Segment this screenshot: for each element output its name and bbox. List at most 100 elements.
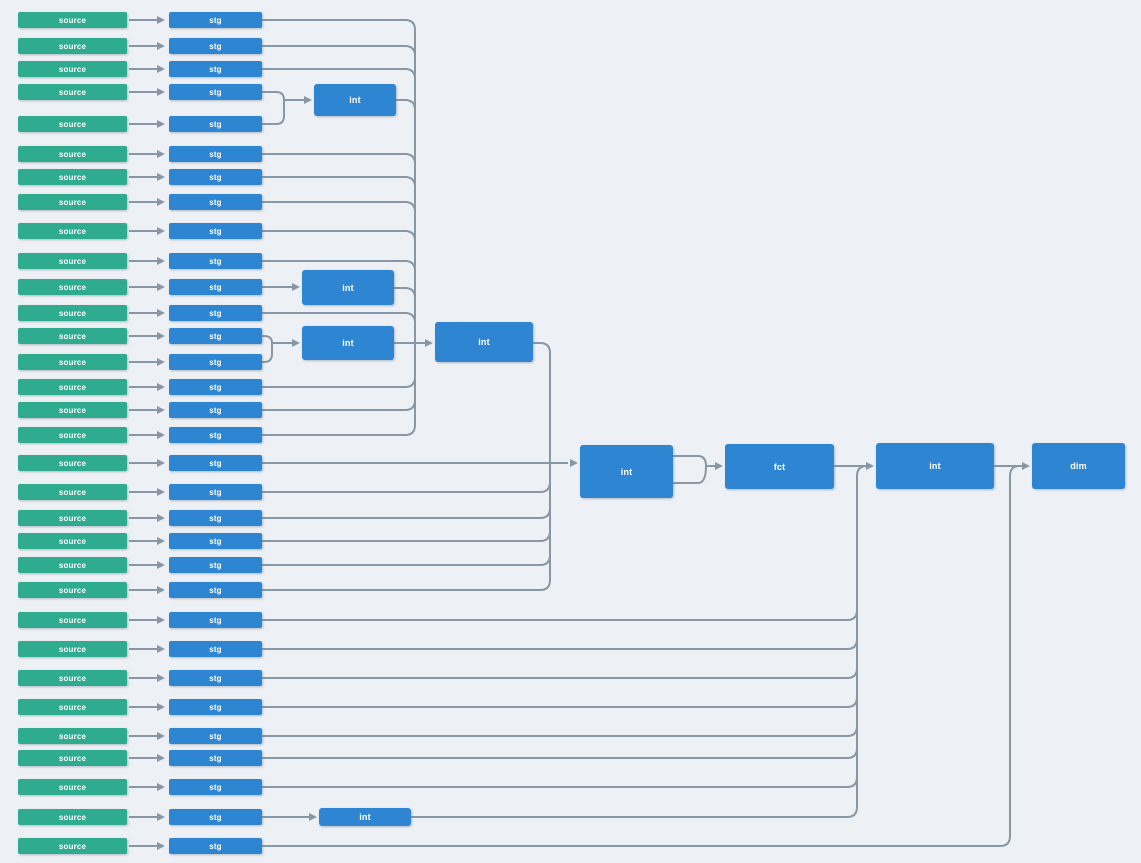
- node-stg[interactable]: stg: [169, 253, 262, 269]
- node-label: source: [58, 615, 87, 625]
- node-source[interactable]: source: [18, 427, 127, 443]
- node-source[interactable]: source: [18, 61, 127, 77]
- node-stg[interactable]: stg: [169, 557, 262, 573]
- node-stg[interactable]: stg: [169, 533, 262, 549]
- node-stg[interactable]: stg: [169, 279, 262, 295]
- node-source[interactable]: source: [18, 612, 127, 628]
- node-stg[interactable]: stg: [169, 455, 262, 471]
- node-stg[interactable]: stg: [169, 305, 262, 321]
- node-source[interactable]: source: [18, 12, 127, 28]
- node-stg[interactable]: stg: [169, 670, 262, 686]
- node-stg[interactable]: stg: [169, 354, 262, 370]
- edge-line: [673, 465, 707, 484]
- node-source[interactable]: source: [18, 38, 127, 54]
- node-source[interactable]: source: [18, 779, 127, 795]
- node-source[interactable]: source: [18, 699, 127, 715]
- node-source[interactable]: source: [18, 253, 127, 269]
- node-source[interactable]: source: [18, 328, 127, 344]
- node-source[interactable]: source: [18, 557, 127, 573]
- node-stg[interactable]: stg: [169, 750, 262, 766]
- node-source[interactable]: source: [18, 641, 127, 657]
- node-source[interactable]: source: [18, 194, 127, 210]
- node-source[interactable]: source: [18, 223, 127, 239]
- node-stg[interactable]: stg: [169, 612, 262, 628]
- node-stg[interactable]: stg: [169, 728, 262, 744]
- node-source[interactable]: source: [18, 750, 127, 766]
- arrowhead-icon: [157, 674, 165, 682]
- node-label: stg: [209, 644, 222, 654]
- node-stg[interactable]: stg: [169, 641, 262, 657]
- node-stg[interactable]: stg: [169, 699, 262, 715]
- node-source[interactable]: source: [18, 305, 127, 321]
- node-source[interactable]: source: [18, 510, 127, 526]
- node-stg[interactable]: stg: [169, 402, 262, 418]
- node-source[interactable]: source: [18, 455, 127, 471]
- node-stg[interactable]: stg: [169, 61, 262, 77]
- arrowhead-icon: [157, 42, 165, 50]
- node-label: source: [58, 357, 87, 367]
- node-label: source: [58, 119, 87, 129]
- node-label: source: [58, 560, 87, 570]
- node-label: source: [58, 87, 87, 97]
- node-source[interactable]: source: [18, 728, 127, 744]
- arrowhead-icon: [157, 754, 165, 762]
- node-int3[interactable]: int: [302, 326, 394, 360]
- node-stg[interactable]: stg: [169, 194, 262, 210]
- node-label: source: [58, 782, 87, 792]
- node-label: fct: [773, 461, 786, 472]
- node-stg[interactable]: stg: [169, 582, 262, 598]
- node-stg[interactable]: stg: [169, 379, 262, 395]
- node-stg[interactable]: stg: [169, 484, 262, 500]
- node-label: source: [58, 430, 87, 440]
- node-source[interactable]: source: [18, 169, 127, 185]
- node-source[interactable]: source: [18, 402, 127, 418]
- node-stg[interactable]: stg: [169, 510, 262, 526]
- node-label: source: [58, 149, 87, 159]
- node-int5[interactable]: int: [580, 445, 673, 498]
- node-source[interactable]: source: [18, 146, 127, 162]
- node-source[interactable]: source: [18, 379, 127, 395]
- node-int7[interactable]: int: [319, 808, 411, 826]
- node-int6[interactable]: int: [876, 443, 994, 489]
- node-stg[interactable]: stg: [169, 223, 262, 239]
- node-stg[interactable]: stg: [169, 427, 262, 443]
- node-dim[interactable]: dim: [1032, 443, 1125, 489]
- node-source[interactable]: source: [18, 838, 127, 854]
- node-stg[interactable]: stg: [169, 779, 262, 795]
- node-stg[interactable]: stg: [169, 809, 262, 825]
- node-stg[interactable]: stg: [169, 38, 262, 54]
- node-label: stg: [209, 41, 222, 51]
- node-source[interactable]: source: [18, 582, 127, 598]
- node-label: source: [58, 585, 87, 595]
- node-stg[interactable]: stg: [169, 84, 262, 100]
- arrowhead-icon: [157, 88, 165, 96]
- node-fct[interactable]: fct: [725, 444, 834, 489]
- node-stg[interactable]: stg: [169, 146, 262, 162]
- node-int1[interactable]: int: [314, 84, 396, 116]
- node-source[interactable]: source: [18, 279, 127, 295]
- node-label: int: [478, 337, 490, 347]
- node-stg[interactable]: stg: [169, 838, 262, 854]
- node-label: stg: [209, 226, 222, 236]
- node-label: stg: [209, 782, 222, 792]
- node-source[interactable]: source: [18, 354, 127, 370]
- arrowhead-icon: [157, 65, 165, 73]
- node-stg[interactable]: stg: [169, 12, 262, 28]
- node-source[interactable]: source: [18, 670, 127, 686]
- node-source[interactable]: source: [18, 809, 127, 825]
- node-label: stg: [209, 673, 222, 683]
- node-stg[interactable]: stg: [169, 116, 262, 132]
- node-label: stg: [209, 282, 222, 292]
- node-source[interactable]: source: [18, 484, 127, 500]
- arrowhead-icon: [157, 431, 165, 439]
- node-int4[interactable]: int: [435, 322, 533, 362]
- node-source[interactable]: source: [18, 116, 127, 132]
- node-source[interactable]: source: [18, 84, 127, 100]
- node-label: stg: [209, 64, 222, 74]
- node-stg[interactable]: stg: [169, 328, 262, 344]
- node-int2[interactable]: int: [302, 270, 394, 305]
- arrowhead-icon: [304, 96, 312, 104]
- node-source[interactable]: source: [18, 533, 127, 549]
- node-stg[interactable]: stg: [169, 169, 262, 185]
- arrowhead-icon: [157, 257, 165, 265]
